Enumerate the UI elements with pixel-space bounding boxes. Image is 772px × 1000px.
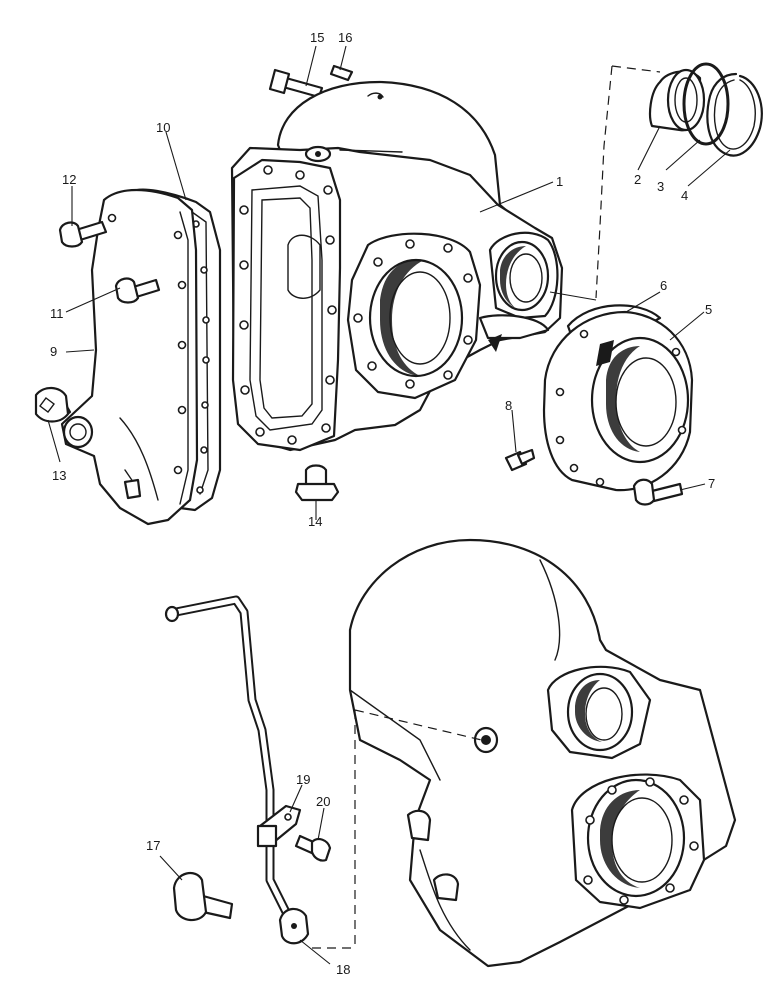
leader-lines	[47, 45, 731, 965]
part-19-clip	[256, 804, 302, 848]
callout-1: 1	[556, 174, 563, 189]
part-20-screw	[294, 834, 332, 862]
callout-13: 13	[52, 468, 66, 483]
callout-8: 8	[505, 398, 512, 413]
callout-14: 14	[308, 514, 322, 529]
part-4-snap-ring	[706, 72, 763, 157]
flange-holes	[239, 165, 337, 445]
lower-bore-holes	[583, 777, 699, 905]
callout-7: 7	[708, 476, 715, 491]
part-15-bolt	[268, 68, 324, 99]
part-16-pin	[329, 64, 354, 82]
part-18-oil-tube	[164, 595, 310, 945]
callout-3: 3	[657, 179, 664, 194]
callout-9: 9	[50, 344, 57, 359]
callout-17: 17	[146, 838, 160, 853]
part-13-plug	[34, 386, 72, 423]
callout-numbers: 1 2 3 4 5 6 7 8 9 10 11 12 13 14 15 16 1…	[50, 30, 715, 977]
callout-15: 15	[310, 30, 324, 45]
gasket-holes	[192, 220, 210, 494]
part-12-bolt	[58, 220, 108, 248]
cover-holes	[107, 213, 187, 475]
part-1-gear-housing	[230, 80, 564, 452]
part-14-drain-plug	[294, 464, 340, 502]
assembly-lines	[312, 65, 661, 949]
part-17-banjo-bolt	[172, 871, 234, 922]
callout-5: 5	[705, 302, 712, 317]
bore-flange-holes	[353, 239, 473, 389]
part-5-bearing-housing	[542, 310, 694, 492]
callout-18: 18	[336, 962, 350, 977]
lower-transmission-housing	[348, 538, 737, 968]
bearing-housing-holes	[555, 329, 687, 487]
callout-16: 16	[338, 30, 352, 45]
callout-2: 2	[634, 172, 641, 187]
callout-19: 19	[296, 772, 310, 787]
part-3-o-ring	[682, 62, 730, 146]
part-7-bolt	[632, 478, 684, 506]
callout-11: 11	[50, 306, 64, 321]
part-8-breather	[504, 448, 536, 472]
callout-12: 12	[62, 172, 76, 187]
callout-10: 10	[156, 120, 170, 135]
part-2-sleeve	[649, 68, 706, 132]
part-9-side-cover	[60, 188, 199, 526]
callout-4: 4	[681, 188, 688, 203]
callout-6: 6	[660, 278, 667, 293]
callout-20: 20	[316, 794, 330, 809]
part-11-bolt	[114, 277, 161, 304]
